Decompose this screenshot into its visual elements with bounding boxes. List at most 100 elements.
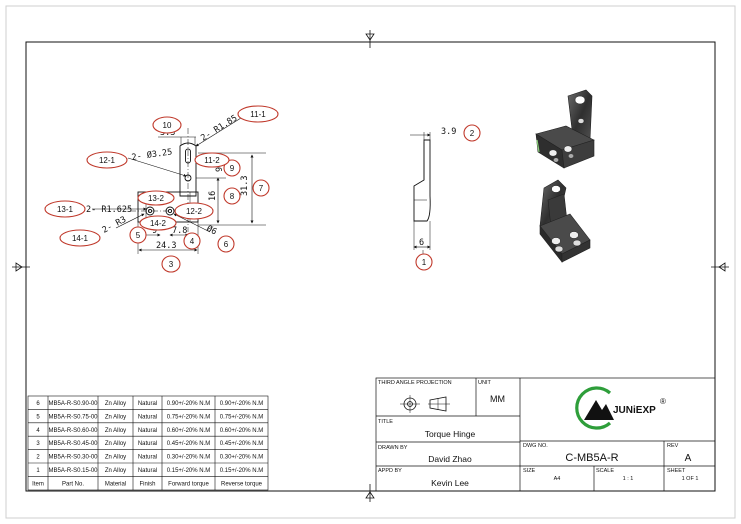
unit-label: UNIT — [478, 380, 491, 386]
bom-cell: 4 — [36, 428, 40, 434]
callout-2-label: 2 — [470, 129, 475, 138]
bom-header-cell: Finish — [139, 481, 155, 487]
bom-cell: 2 — [36, 455, 40, 461]
isometric-render-bottom — [539, 179, 591, 263]
bom-cell: MB5A-R-S0.75-00 — [48, 414, 98, 420]
bom-cell: 0.30+/-20% N.M — [220, 455, 264, 461]
rev-value: A — [685, 453, 692, 464]
bom-cell: Natural — [138, 401, 157, 407]
bom-cell: 5 — [36, 414, 40, 420]
bom-cell: 6 — [36, 401, 40, 407]
dim-16: 16 — [208, 191, 218, 201]
callout-11-1-label: 11-1 — [250, 110, 266, 119]
bom-cell: MB5A-R-S0.15-00 — [48, 468, 98, 474]
bom-cell: MB5A-R-S0.30-00 — [48, 455, 98, 461]
scale-label: SCALE — [596, 468, 614, 474]
size-label: SIZE — [523, 468, 536, 474]
callout-14-2-label: 14-2 — [150, 219, 167, 228]
callout-12-2-label: 12-2 — [186, 207, 203, 216]
bom-cell: 0.15+/-20% N.M — [220, 468, 264, 474]
bom-cell: Zn Alloy — [105, 468, 126, 474]
callout-12-2 — [174, 202, 214, 220]
bom-cell: Natural — [138, 455, 157, 461]
bom-cell: 0.75+/-20% N.M — [167, 414, 211, 420]
callout-8-label: 8 — [230, 192, 235, 201]
bom-cell: Natural — [138, 414, 157, 420]
bom-cell: Natural — [138, 468, 157, 474]
dim-24-3: 24.3 — [156, 241, 176, 251]
appd-value: Kevin Lee — [431, 478, 469, 488]
title-label: TITLE — [378, 419, 393, 425]
title-block — [375, 377, 716, 492]
front-view-dimension-texts: 3.3 2- R1.85 2- Ø3.25 31.3 16 9 2- R1.62… — [86, 113, 250, 251]
callout-labels: 1 2 3 4 5 6 7 8 9 10 11-1 11-2 12-1 12-2… — [57, 110, 475, 269]
bom-header-cell: Part No. — [62, 481, 84, 487]
scale-value: 1 : 1 — [623, 476, 634, 482]
callout-7-label: 7 — [259, 184, 264, 193]
drawn-value: David Zhao — [428, 454, 472, 464]
dim-9: 9 — [152, 226, 157, 236]
dim-phi325: 2- Ø3.25 — [131, 146, 173, 163]
side-profile-outline — [413, 139, 431, 222]
dim-7-8: 7.8 — [172, 226, 187, 236]
bom-cell: Zn Alloy — [105, 414, 126, 420]
logo-mountain-icon — [584, 400, 614, 420]
sheet-value: 1 OF 1 — [682, 476, 699, 482]
callout-2 — [463, 124, 481, 142]
dim-31-3: 31.3 — [240, 176, 250, 196]
drawing-frame — [25, 41, 716, 492]
logo-ring — [575, 386, 612, 430]
outer-border — [5, 5, 736, 519]
callout-11-1 — [237, 105, 279, 123]
callout-1 — [415, 253, 433, 271]
callout-6-label: 6 — [224, 240, 229, 249]
title-value: Torque Hinge — [425, 429, 476, 439]
bom-cell: MB5A-R-S0.90-00 — [48, 401, 98, 407]
callout-8 — [223, 187, 241, 205]
callout-6 — [217, 235, 235, 253]
size-value: A4 — [554, 476, 561, 482]
dim-r185: 2- R1.85 — [199, 113, 239, 143]
bom-cell: Natural — [138, 428, 157, 434]
callout-13-2 — [137, 190, 175, 206]
bom-table — [27, 395, 269, 491]
title-block-texts: THIRD ANGLE PROJECTION UNIT MM TITLE Tor… — [378, 380, 698, 488]
callout-10-label: 10 — [163, 121, 172, 130]
callout-9 — [223, 159, 241, 177]
bom-cell: 0.60+/-20% N.M — [167, 428, 211, 434]
bom-cell: Natural — [138, 441, 157, 447]
callout-11-2-label: 11-2 — [204, 156, 220, 165]
callout-9-label: 9 — [230, 164, 235, 173]
appd-label: APPD BY — [378, 468, 402, 474]
dim-r3: 2- R3 — [101, 215, 128, 236]
projection-label: THIRD ANGLE PROJECTION — [378, 380, 452, 386]
callout-14-1 — [59, 229, 101, 247]
bom-cell: 0.30+/-20% N.M — [167, 455, 211, 461]
dim-6: 6 — [419, 238, 424, 248]
hinge-tab-outline — [179, 142, 197, 197]
callout-4-label: 4 — [190, 237, 195, 246]
unit-value: MM — [490, 394, 505, 404]
logo-text: JUNiEXP — [613, 405, 656, 416]
callout-14-1-label: 14-1 — [72, 234, 89, 243]
bom-header-cell: Reverse torque — [221, 481, 263, 487]
bom-cell: 0.90+/-20% N.M — [220, 401, 264, 407]
callouts — [44, 105, 481, 273]
bom-cell: MB5A-R-S0.60-00 — [48, 428, 98, 434]
bom-cell: Zn Alloy — [105, 441, 126, 447]
bom-cell: 0.60+/-20% N.M — [220, 428, 264, 434]
bom-cell: Zn Alloy — [105, 401, 126, 407]
rev-label: REV — [667, 443, 679, 449]
bom-cell: 0.90+/-20% N.M — [167, 401, 211, 407]
callout-13-2-label: 13-2 — [148, 194, 165, 203]
isometric-render-top — [535, 89, 595, 169]
bom-cell: 0.45+/-20% N.M — [167, 441, 211, 447]
callout-7 — [252, 179, 270, 197]
callout-1-label: 1 — [422, 258, 427, 267]
callout-12-1-label: 12-1 — [99, 156, 116, 165]
bom-header-cell: Material — [105, 481, 126, 487]
bom-cell: Zn Alloy — [105, 455, 126, 461]
callout-5-label: 5 — [136, 231, 141, 240]
sheet-label: SHEET — [667, 468, 686, 474]
